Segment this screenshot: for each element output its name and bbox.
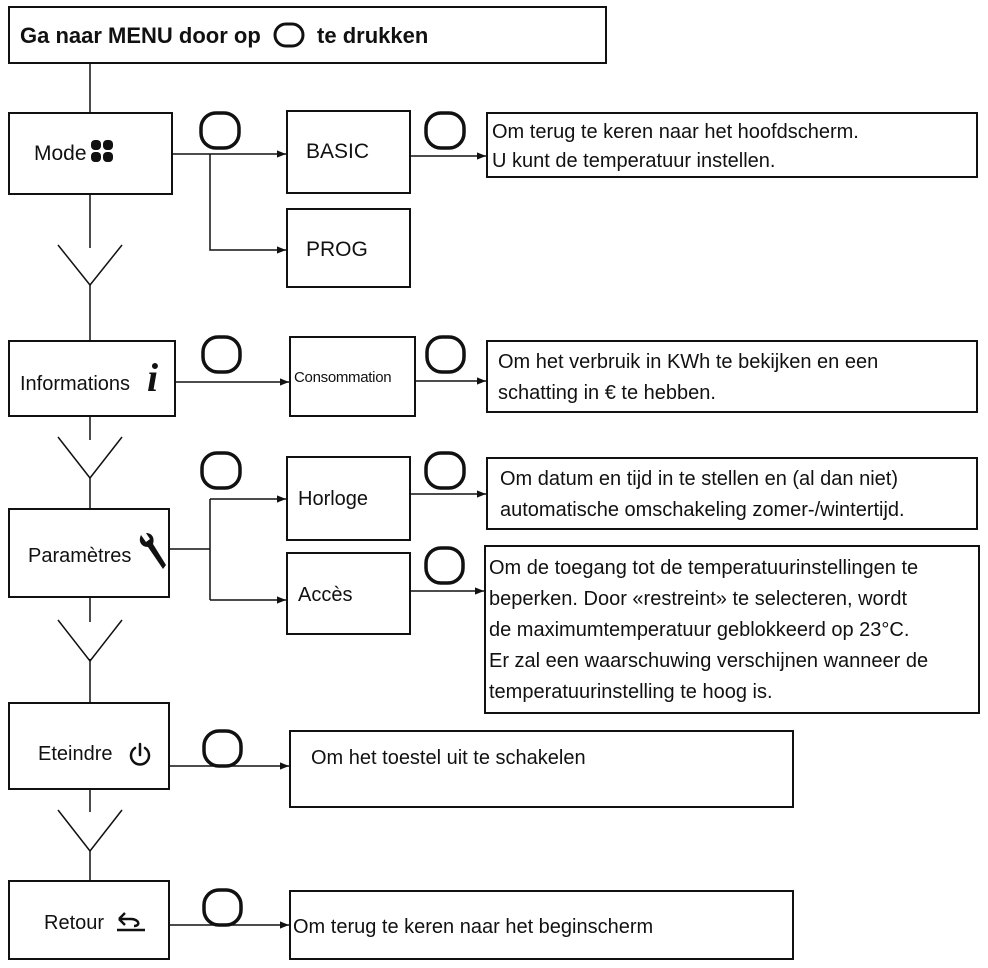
retour-label: Retour	[44, 912, 105, 934]
description-line: Er zal een waarschuwing verschijnen wann…	[489, 650, 929, 672]
description-line: Om de toegang tot de temperatuurinstelli…	[489, 557, 919, 579]
eteindre-description: Om het toestel uit te schakelen	[311, 747, 586, 769]
chevron-down-icon	[57, 436, 123, 480]
menu-instruction-box: Ga naar MENU door op te drukken	[8, 6, 607, 64]
chevron-down-icon	[57, 619, 123, 663]
eteindre-box: Eteindre	[8, 702, 170, 790]
acces-description-box: Om de toegang tot de temperatuurinstelli…	[484, 545, 980, 714]
menu-button-oval-icon	[273, 22, 305, 48]
mode-box: Mode	[8, 112, 173, 195]
description-line: Om datum en tijd in te stellen en (al da…	[500, 468, 898, 490]
chevron-down-icon	[57, 244, 123, 287]
mode-icon	[91, 140, 113, 162]
description-line: beperken. Door «restreint» te selecteren…	[489, 588, 907, 610]
return-arrow-icon	[117, 912, 145, 932]
description-line: schatting in € te hebben.	[498, 382, 716, 404]
menu-button-oval-icon	[199, 111, 241, 150]
acces-label: Accès	[298, 584, 353, 606]
power-icon	[129, 742, 151, 766]
menu-button-oval-icon	[201, 335, 242, 374]
header-text-before: Ga naar MENU door op	[20, 23, 261, 48]
menu-button-oval-icon	[424, 451, 466, 490]
menu-button-oval-icon	[202, 888, 243, 927]
chevron-down-icon	[57, 809, 123, 853]
horloge-description-box: Om datum en tijd in te stellen en (al da…	[486, 457, 978, 530]
eteindre-label: Eteindre	[38, 743, 113, 765]
parametres-label: Paramètres	[28, 545, 132, 567]
horloge-label: Horloge	[298, 488, 369, 510]
menu-button-oval-icon	[425, 335, 466, 374]
description-line: Om terug te keren naar het hoofdscherm.	[492, 121, 859, 143]
prog-label: PROG	[306, 238, 368, 261]
eteindre-description-box: Om het toestel uit te schakelen	[289, 730, 794, 808]
informations-box: Informations i	[8, 340, 176, 417]
description-line: temperatuurinstelling te hoog is.	[489, 681, 773, 703]
menu-button-oval-icon	[200, 451, 242, 490]
header-text-after: te drukken	[317, 23, 429, 48]
basic-box: BASIC	[286, 110, 411, 194]
description-line: automatische omschakeling zomer-/wintert…	[500, 499, 905, 521]
basic-description-box: Om terug te keren naar het hoofdscherm. …	[486, 112, 978, 178]
consommation-box: Consommation	[289, 336, 416, 417]
prog-box: PROG	[286, 208, 411, 288]
wrench-icon	[139, 533, 166, 569]
description-line: de maximumtemperatuur geblokkeerd op 23°…	[489, 619, 910, 641]
retour-description: Om terug te keren naar het beginscherm	[293, 916, 654, 938]
informations-label: Informations	[20, 373, 131, 395]
retour-description-box: Om terug te keren naar het beginscherm	[289, 890, 794, 960]
description-line: U kunt de temperatuur instellen.	[492, 150, 776, 172]
menu-button-oval-icon	[424, 111, 466, 150]
consommation-label: Consommation	[294, 369, 392, 386]
info-i-icon: i	[147, 355, 159, 400]
retour-box: Retour	[8, 880, 170, 960]
mode-label: Mode	[34, 142, 87, 165]
menu-button-oval-icon	[202, 729, 243, 768]
horloge-box: Horloge	[286, 456, 411, 541]
menu-button-oval-icon	[424, 546, 465, 585]
consommation-description-box: Om het verbruik in KWh te bekijken en ee…	[486, 340, 978, 413]
basic-label: BASIC	[306, 140, 370, 163]
description-line: Om het verbruik in KWh te bekijken en ee…	[498, 351, 879, 373]
acces-box: Accès	[286, 552, 411, 635]
parametres-box: Paramètres	[8, 508, 170, 598]
